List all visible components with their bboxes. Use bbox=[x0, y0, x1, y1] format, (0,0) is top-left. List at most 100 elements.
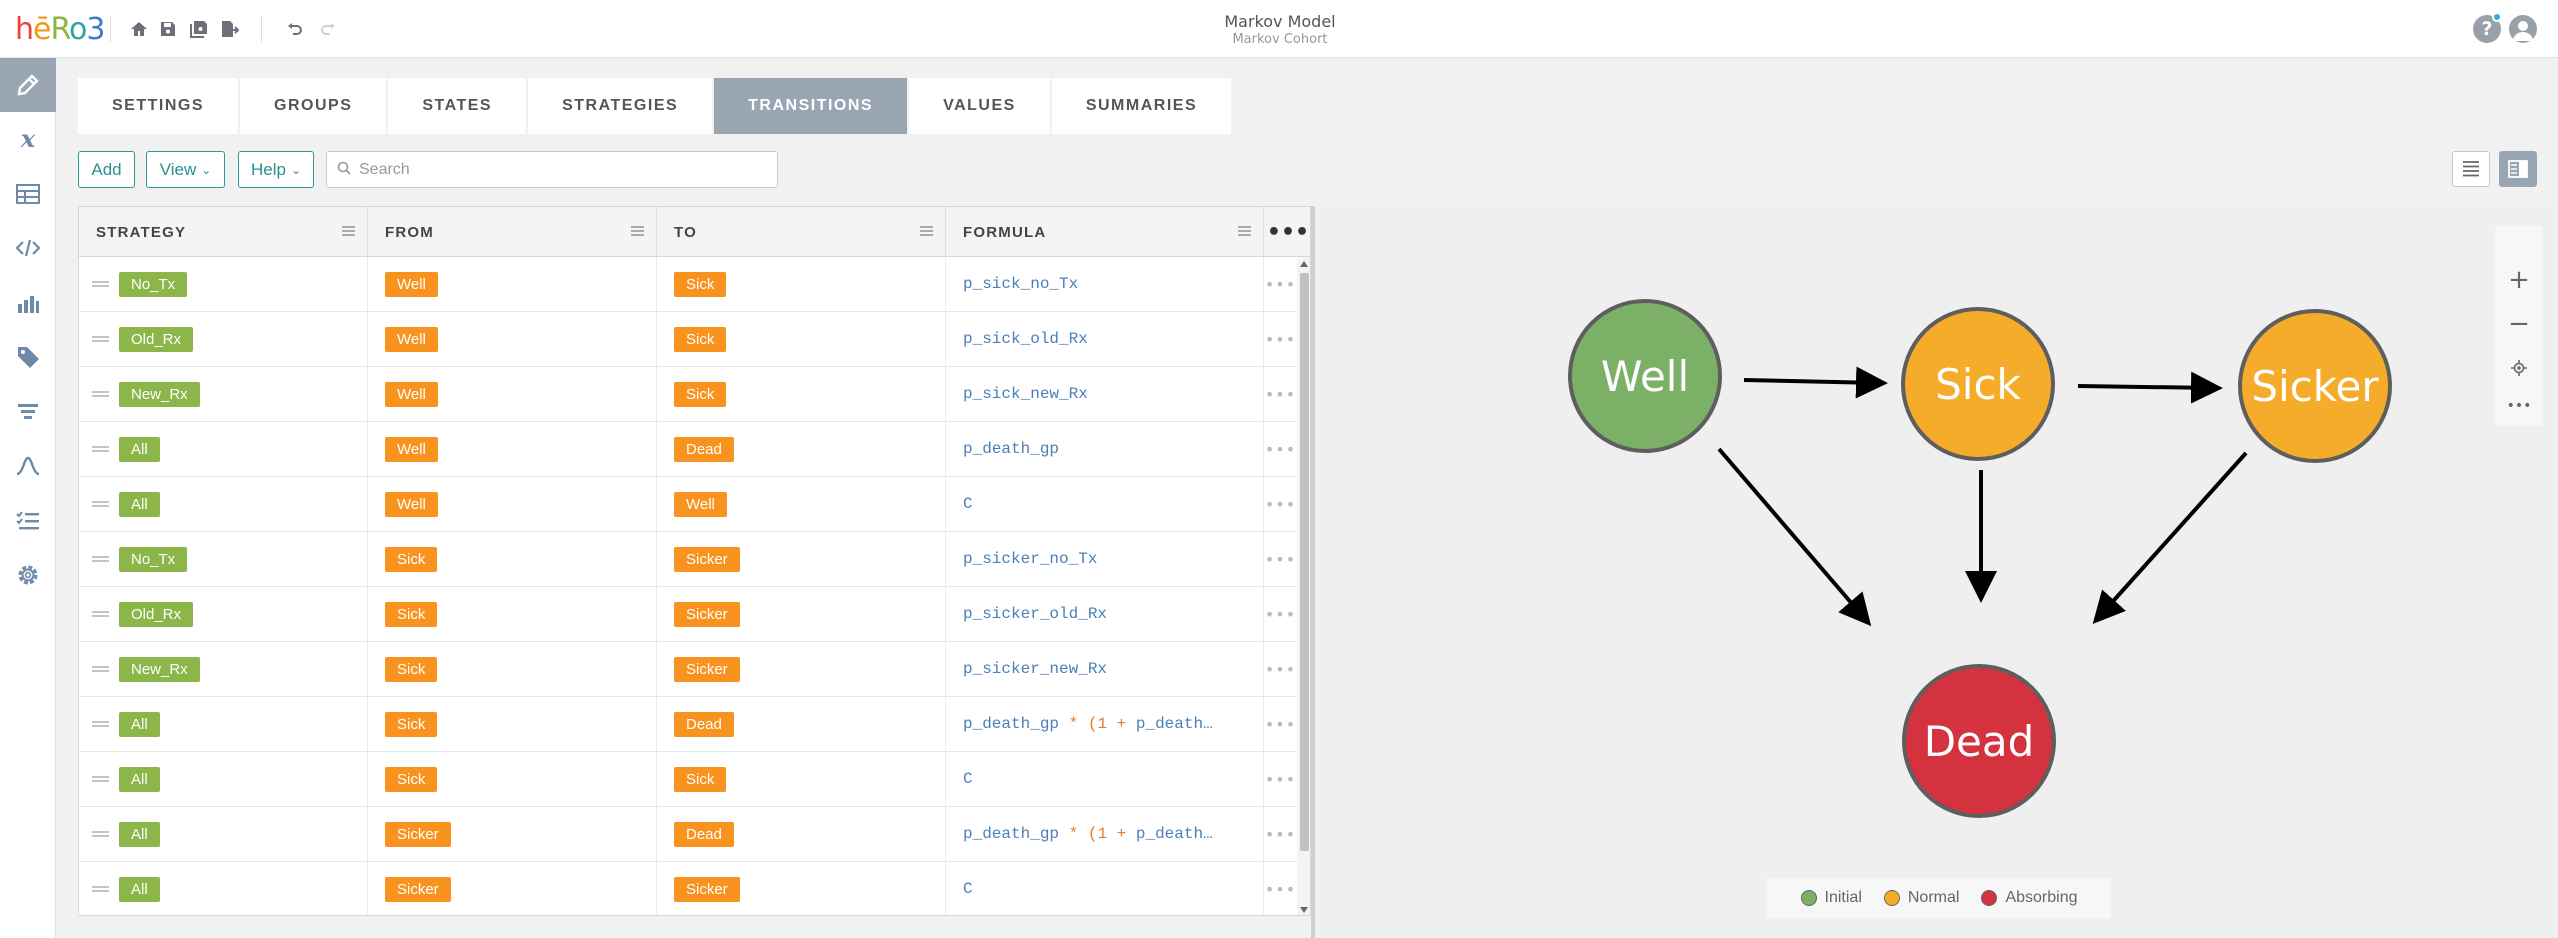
to-state-tag: Sick bbox=[674, 381, 727, 407]
user-avatar-icon[interactable] bbox=[2509, 15, 2537, 43]
row-more-icon[interactable]: ••• bbox=[1264, 274, 1297, 294]
add-button[interactable]: Add bbox=[78, 151, 135, 188]
tab-settings[interactable]: SETTINGS bbox=[78, 78, 241, 134]
table-row[interactable]: No_Tx Well Sick p_sick_no_Tx ••• bbox=[79, 257, 1297, 312]
column-menu-icon[interactable] bbox=[1238, 226, 1251, 236]
redo-icon[interactable] bbox=[318, 19, 338, 39]
bar-chart-icon[interactable] bbox=[0, 276, 56, 330]
tab-summaries[interactable]: SUMMARIES bbox=[1051, 78, 1234, 134]
from-state-tag: Well bbox=[385, 271, 438, 297]
row-more-icon[interactable]: ••• bbox=[1264, 824, 1297, 844]
to-state-tag: Sick bbox=[674, 766, 727, 792]
drag-handle-icon[interactable] bbox=[92, 721, 109, 727]
drag-handle-icon[interactable] bbox=[92, 776, 109, 782]
drag-handle-icon[interactable] bbox=[92, 611, 109, 617]
zoom-in-icon[interactable]: + bbox=[2508, 265, 2530, 295]
row-more-icon[interactable]: ••• bbox=[1264, 549, 1297, 569]
column-header-from[interactable]: FROM bbox=[368, 207, 657, 257]
table-row[interactable]: All Sicker Dead p_death_gp * (1 + p_deat… bbox=[79, 807, 1297, 862]
code-icon[interactable] bbox=[0, 221, 56, 275]
table-row[interactable]: All Sick Dead p_death_gp * (1 + p_death_… bbox=[79, 697, 1297, 752]
undo-icon[interactable] bbox=[285, 19, 305, 39]
column-menu-icon[interactable] bbox=[631, 226, 644, 236]
strategy-tag: All bbox=[119, 436, 160, 462]
row-more-icon[interactable]: ••• bbox=[1264, 879, 1297, 899]
table-row[interactable]: No_Tx Sick Sicker p_sicker_no_Tx ••• bbox=[79, 532, 1297, 587]
tab-states[interactable]: STATES bbox=[388, 78, 529, 134]
zoom-out-icon[interactable]: − bbox=[2508, 309, 2530, 339]
drag-handle-icon[interactable] bbox=[92, 336, 109, 342]
search-placeholder: Search bbox=[359, 160, 410, 178]
scroll-down-icon[interactable] bbox=[1300, 907, 1308, 913]
view-dropdown-button[interactable]: View⌄ bbox=[146, 151, 225, 188]
search-input[interactable]: Search bbox=[326, 151, 778, 188]
variable-x-icon[interactable]: x bbox=[0, 112, 56, 166]
row-more-icon[interactable]: ••• bbox=[1264, 659, 1297, 679]
tab-values[interactable]: VALUES bbox=[909, 78, 1052, 134]
table-row[interactable]: All Well Dead p_death_gp ••• bbox=[79, 422, 1297, 477]
row-more-icon[interactable]: ••• bbox=[1264, 329, 1297, 349]
row-more-icon[interactable]: ••• bbox=[1264, 714, 1297, 734]
drag-handle-icon[interactable] bbox=[92, 501, 109, 507]
column-header-to[interactable]: TO bbox=[657, 207, 946, 257]
edge-well-sick bbox=[1743, 366, 1888, 399]
help-dropdown-button[interactable]: Help⌄ bbox=[238, 151, 314, 188]
column-header-formula[interactable]: FORMULA bbox=[946, 207, 1264, 257]
drag-handle-icon[interactable] bbox=[92, 446, 109, 452]
row-more-icon[interactable]: ••• bbox=[1264, 494, 1297, 514]
table-icon[interactable] bbox=[0, 167, 56, 221]
drag-handle-icon[interactable] bbox=[92, 831, 109, 837]
row-more-icon[interactable]: ••• bbox=[1264, 769, 1297, 789]
notification-dot bbox=[2492, 12, 2502, 22]
filter-icon[interactable] bbox=[0, 385, 56, 439]
chevron-down-icon: ⌄ bbox=[290, 162, 302, 177]
state-node-dead[interactable]: Dead bbox=[1902, 664, 2056, 818]
from-state-tag: Sick bbox=[385, 711, 438, 737]
table-row[interactable]: Old_Rx Sick Sicker p_sicker_old_Rx ••• bbox=[79, 587, 1297, 642]
diagram-more-icon[interactable]: ••• bbox=[2506, 398, 2532, 414]
column-menu-icon[interactable] bbox=[342, 226, 355, 236]
row-more-icon[interactable]: ••• bbox=[1264, 384, 1297, 404]
export-icon[interactable] bbox=[219, 19, 240, 39]
table-row[interactable]: All Sicker Sicker C ••• bbox=[79, 862, 1297, 915]
gear-icon[interactable] bbox=[0, 548, 56, 602]
legend-item: Normal bbox=[1883, 889, 1959, 907]
curve-icon[interactable] bbox=[0, 439, 56, 493]
row-more-icon[interactable]: ••• bbox=[1264, 439, 1297, 459]
save-icon[interactable] bbox=[158, 19, 178, 39]
table-row[interactable]: Old_Rx Well Sick p_sick_old_Rx ••• bbox=[79, 312, 1297, 367]
table-row[interactable]: All Sick Sick C ••• bbox=[79, 752, 1297, 807]
list-view-toggle[interactable] bbox=[2452, 151, 2490, 187]
state-node-sicker[interactable]: Sicker bbox=[2238, 309, 2392, 463]
pencil-icon[interactable] bbox=[0, 58, 56, 112]
app-logo[interactable]: hēRo3 bbox=[15, 12, 105, 47]
save-all-icon[interactable] bbox=[189, 19, 209, 39]
more-options-icon[interactable]: ••• bbox=[1266, 219, 1310, 245]
drag-handle-icon[interactable] bbox=[92, 281, 109, 287]
state-node-well[interactable]: Well bbox=[1568, 299, 1722, 453]
table-row[interactable]: All Well Well C ••• bbox=[79, 477, 1297, 532]
drag-handle-icon[interactable] bbox=[92, 666, 109, 672]
checklist-icon[interactable] bbox=[0, 494, 56, 548]
table-row[interactable]: New_Rx Sick Sicker p_sicker_new_Rx ••• bbox=[79, 642, 1297, 697]
drag-handle-icon[interactable] bbox=[92, 886, 109, 892]
recenter-icon[interactable] bbox=[2495, 346, 2543, 390]
tag-icon[interactable] bbox=[0, 330, 56, 384]
scroll-up-icon[interactable] bbox=[1300, 261, 1308, 267]
tab-groups[interactable]: GROUPS bbox=[240, 78, 389, 134]
table-row[interactable]: New_Rx Well Sick p_sick_new_Rx ••• bbox=[79, 367, 1297, 422]
tab-strategies[interactable]: STRATEGIES bbox=[528, 78, 715, 134]
state-node-sick[interactable]: Sick bbox=[1901, 307, 2055, 461]
home-icon[interactable] bbox=[129, 19, 149, 39]
tab-transitions[interactable]: TRANSITIONS bbox=[714, 78, 910, 134]
from-state-tag: Well bbox=[385, 381, 438, 407]
column-header-strategy[interactable]: STRATEGY bbox=[79, 207, 368, 257]
split-view-toggle[interactable] bbox=[2499, 151, 2537, 187]
to-state-tag: Sicker bbox=[674, 546, 740, 572]
vertical-scrollbar[interactable] bbox=[1297, 257, 1310, 915]
scrollbar-thumb[interactable] bbox=[1300, 273, 1309, 851]
column-menu-icon[interactable] bbox=[920, 226, 933, 236]
row-more-icon[interactable]: ••• bbox=[1264, 604, 1297, 624]
drag-handle-icon[interactable] bbox=[92, 391, 109, 397]
drag-handle-icon[interactable] bbox=[92, 556, 109, 562]
